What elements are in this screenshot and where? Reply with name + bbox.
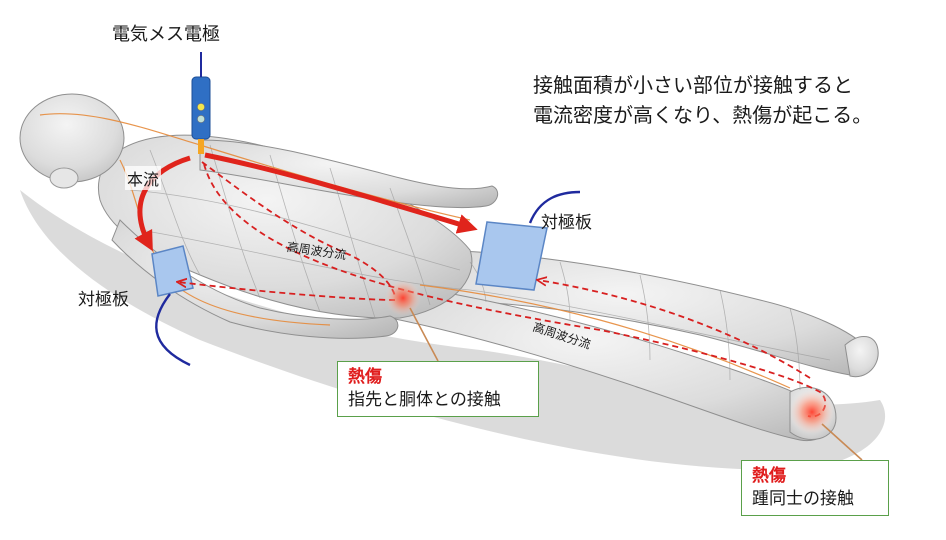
hf-path-arm-return [178,282,396,301]
burn-spot-finger [385,280,421,316]
note-line-1: 接触面積が小さい部位が接触すると [533,73,853,97]
pointer-heel-burn [821,423,863,461]
explanation-note: 接触面積が小さい部位が接触すると 電流密度が高くなり、熱傷が起こる。 [533,70,872,130]
electrode-button-bottom [197,115,205,123]
burn-callout-heel: 熱傷 踵同士の接触 [741,460,889,516]
burn-callout-cause: 踵同士の接触 [752,489,854,509]
hf-path-heel [203,163,827,418]
main-current-label: 本流 [125,166,162,190]
burn-callout-title: 熱傷 [752,466,786,486]
return-pad-thigh [475,221,548,291]
pointer-finger-burn [409,307,439,362]
return-pad-right-label: 対極板 [541,213,592,233]
return-pad-arm-cable [155,293,191,367]
burn-spot-heel [790,390,834,434]
head [19,93,125,183]
main-current-arrow-right [204,152,478,234]
hf-path-finger-torso [201,161,396,297]
burn-callout-title: 熱傷 [348,367,382,387]
burn-callout-finger: 熱傷 指先と胴体との接触 [337,361,539,417]
floor-shadow [20,190,886,470]
hf-path-leg-return [538,280,811,379]
electrode-label: 電気メス電極 [112,24,220,45]
electrode-button-top [197,103,205,111]
burn-callout-cause: 指先と胴体との接触 [348,390,501,410]
return-pad-thigh-cable [528,190,581,224]
ear [49,167,79,189]
return-pad-left-label: 対極板 [78,290,129,310]
right-arm [199,139,499,209]
right-foot [844,336,879,378]
note-line-2: 電流密度が高くなり、熱傷が起こる。 [533,103,873,127]
electrode-tip [198,139,204,154]
